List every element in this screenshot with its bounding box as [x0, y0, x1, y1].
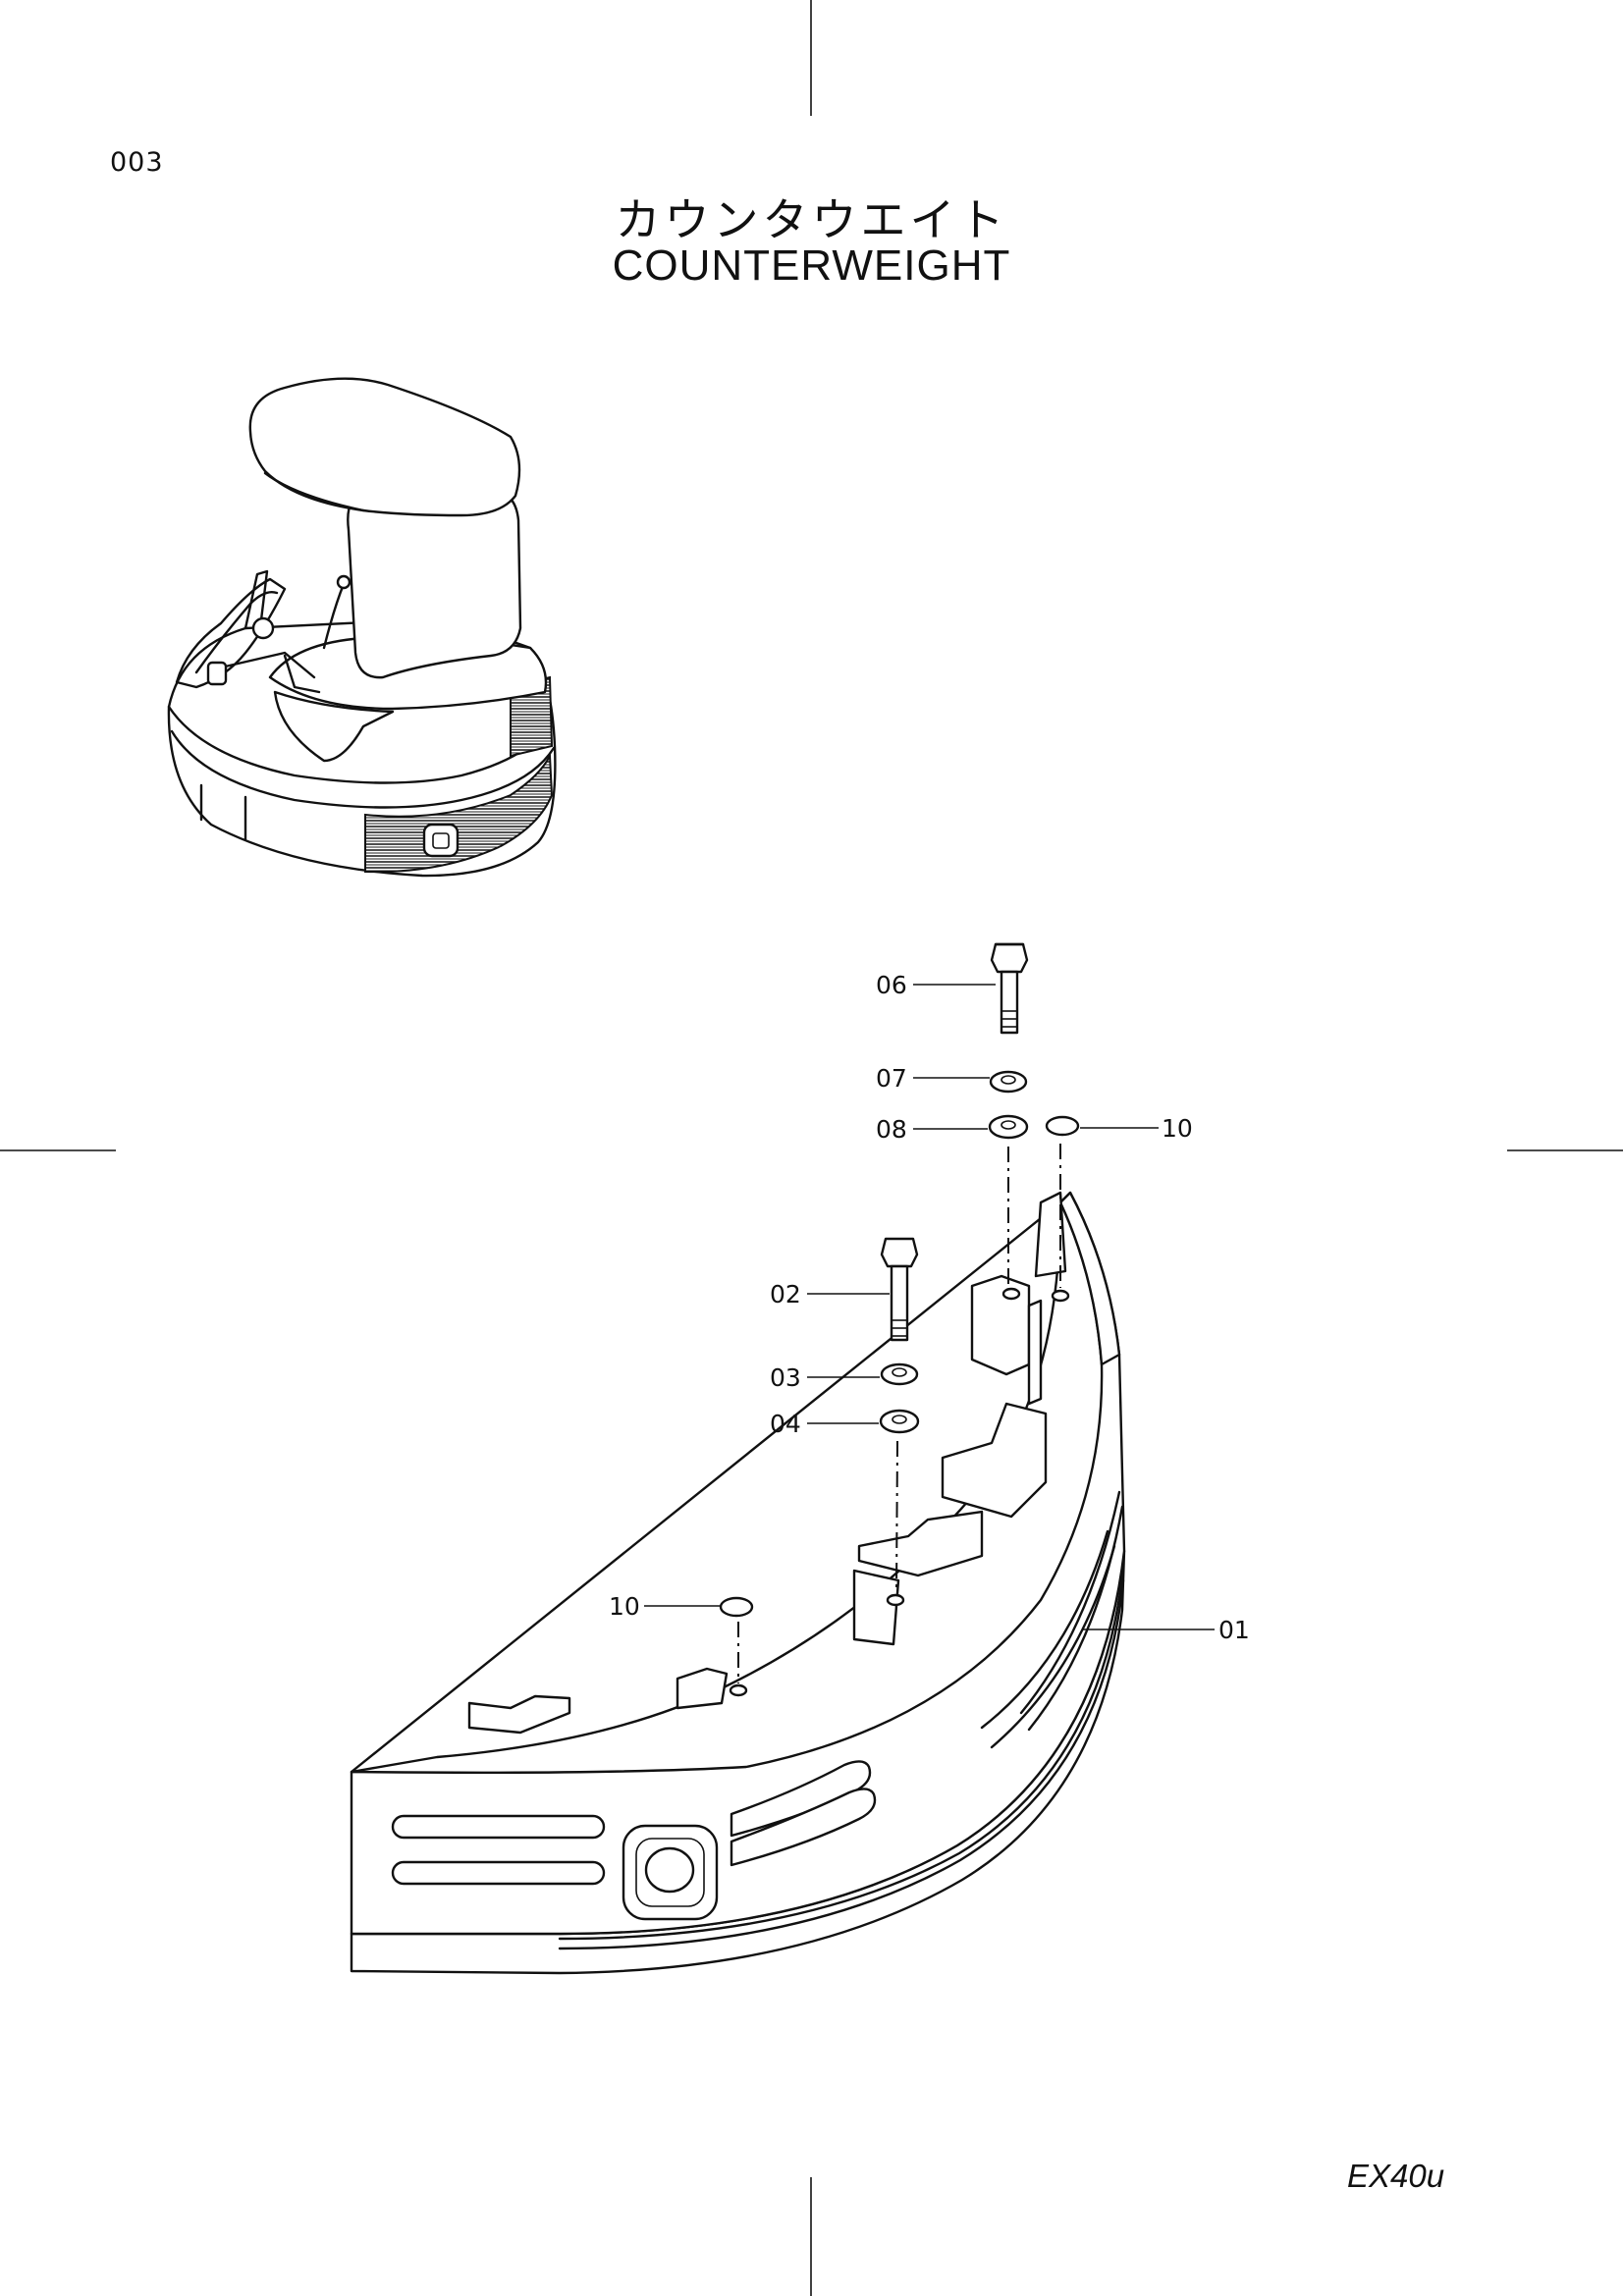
machine-overview-illustration [167, 377, 557, 878]
callout-04: 04 [770, 1410, 801, 1438]
callout-07: 07 [876, 1064, 907, 1093]
callout-02: 02 [770, 1280, 801, 1308]
hardware-items [719, 942, 1080, 1683]
callout-10-upper: 10 [1162, 1114, 1193, 1143]
title-japanese: カウンタウエイト [615, 193, 1008, 246]
callout-10-lower: 10 [609, 1592, 640, 1621]
counterweight-assembly [350, 1191, 1126, 1975]
callout-06: 06 [876, 971, 907, 999]
leader-lines [644, 984, 1215, 1630]
model-name: EX40u [1347, 2158, 1445, 2194]
page-code: 003 [110, 147, 164, 178]
title-english: COUNTERWEIGHT [612, 241, 1011, 290]
callout-03: 03 [770, 1363, 801, 1392]
callout-01: 01 [1218, 1616, 1250, 1644]
callout-08: 08 [876, 1115, 907, 1144]
callout-labels: 06 07 08 10 02 03 04 10 01 [609, 971, 1250, 1644]
